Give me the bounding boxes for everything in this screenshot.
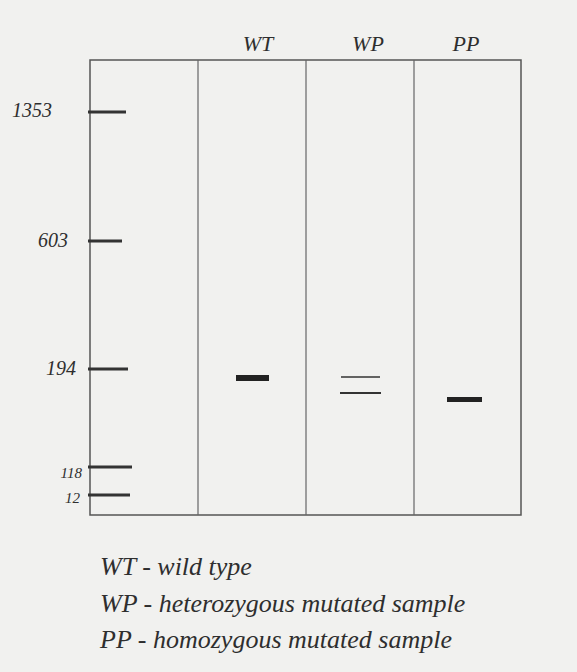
lane-divider: [305, 60, 306, 515]
lane-header: WT: [243, 32, 274, 56]
marker-size: 118: [61, 465, 82, 482]
lane-divider: [413, 60, 414, 515]
lane-header: PP: [453, 32, 480, 56]
gel-outline: [90, 60, 521, 515]
dna-band: [341, 376, 380, 378]
marker-ladder: [88, 112, 132, 495]
lane-divider: [197, 60, 198, 515]
legend-note: WT - wild type: [100, 553, 252, 582]
marker-size: 12: [65, 490, 80, 507]
marker-band: [88, 240, 122, 243]
marker-band: [88, 111, 126, 114]
marker-size: 1353: [12, 99, 52, 121]
legend-note: WP - heterozygous mutated sample: [100, 590, 465, 619]
marker-band: [88, 368, 128, 371]
marker-size: 603: [38, 229, 68, 251]
dna-band: [340, 392, 381, 394]
marker-band: [88, 494, 130, 497]
dna-band: [236, 375, 269, 381]
legend-note: PP - homozygous mutated sample: [100, 626, 452, 655]
lane-header: WP: [352, 32, 384, 56]
marker-size: 194: [46, 357, 76, 379]
dna-band: [447, 397, 482, 402]
marker-band: [88, 466, 132, 469]
